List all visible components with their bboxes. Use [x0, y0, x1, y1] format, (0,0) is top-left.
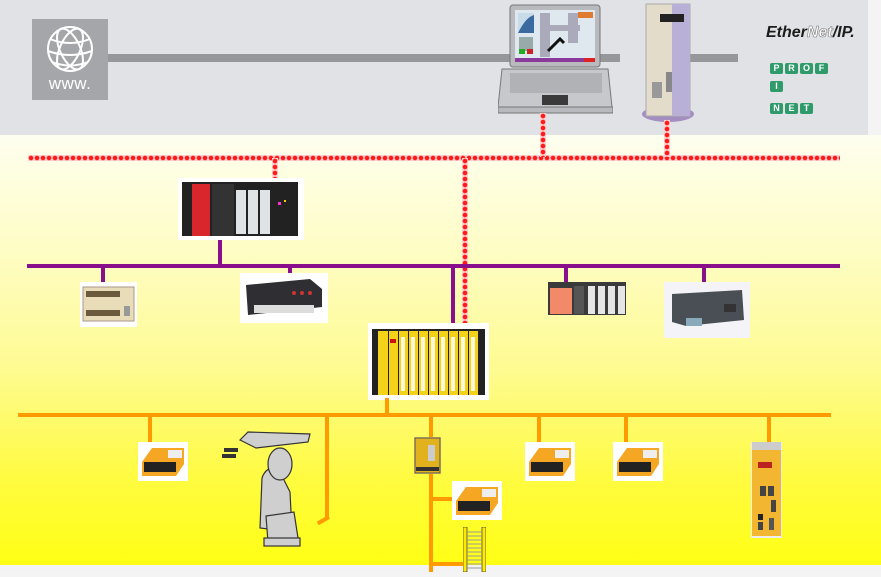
ethernet-ip-logo-ip: /IP. — [832, 24, 855, 41]
ethernet-ip-logo: EtherNet/IP. — [766, 24, 855, 42]
enterprise-level-band — [0, 0, 868, 135]
profinet-letter: O — [800, 63, 813, 74]
ethernet-backbone-line-right — [690, 54, 738, 62]
ethernet-backbone-line — [108, 54, 620, 62]
safety-plc-fieldbus-drop — [385, 398, 389, 416]
io-module-1 — [138, 442, 188, 481]
io-module-2-branch — [431, 497, 459, 501]
rack-plc-red — [178, 178, 304, 240]
laptop-hmi — [497, 3, 614, 115]
robot-arm — [220, 428, 320, 550]
modular-plc-salmon — [548, 282, 626, 315]
profinet-letter: T — [800, 103, 813, 114]
industrial-ethernet-line — [28, 155, 840, 161]
io-module-2 — [452, 481, 502, 520]
laptop-ethernet-drop — [540, 113, 546, 157]
io-module-3 — [525, 442, 575, 481]
profinet-letter: P — [770, 63, 783, 74]
drive-controller-drop — [767, 415, 771, 445]
bottom-strip — [0, 565, 881, 572]
rack-plc-bus-drop — [218, 240, 222, 266]
gateway-module-gray — [664, 282, 750, 338]
internet-label: www. — [48, 74, 92, 93]
compact-plc-beige-drop — [101, 266, 105, 282]
profinet-letter: I — [770, 81, 783, 92]
ethernet-ip-logo-net: Net — [806, 24, 833, 42]
robot-drop — [325, 415, 329, 517]
profinet-letter: F — [815, 63, 828, 74]
compact-plc-dark — [240, 273, 328, 323]
internet-node: www. — [32, 19, 108, 100]
safety-relay — [414, 437, 441, 474]
profinet-letter: E — [785, 103, 798, 114]
io-module-1-drop — [148, 415, 152, 445]
io-module-3-drop — [537, 415, 541, 445]
compact-plc-beige — [80, 282, 137, 327]
servo-drive — [642, 2, 694, 122]
safety-relay-drop — [429, 415, 433, 572]
safety-plc-ethernet-drop — [462, 158, 468, 326]
light-curtain-branch — [431, 562, 463, 566]
profinet-letter: R — [785, 63, 798, 74]
gateway-module-drop — [702, 266, 706, 290]
safety-plc-bus-drop — [451, 266, 455, 326]
ethernet-ip-logo-part: Ether — [766, 24, 807, 41]
light-curtain — [462, 526, 487, 573]
io-module-4 — [613, 442, 663, 481]
fieldbus-line — [18, 413, 831, 417]
modular-plc-drop — [564, 266, 568, 290]
drive-ethernet-drop — [664, 120, 670, 157]
drive-controller-yellow — [751, 442, 782, 538]
globe-icon — [47, 26, 93, 72]
rack-plc-ethernet-drop — [272, 158, 278, 178]
controller-bus-line — [27, 264, 840, 268]
profinet-letter: N — [770, 103, 783, 114]
io-module-4-drop — [624, 415, 628, 445]
yellow-rack-safety-plc — [368, 323, 489, 400]
